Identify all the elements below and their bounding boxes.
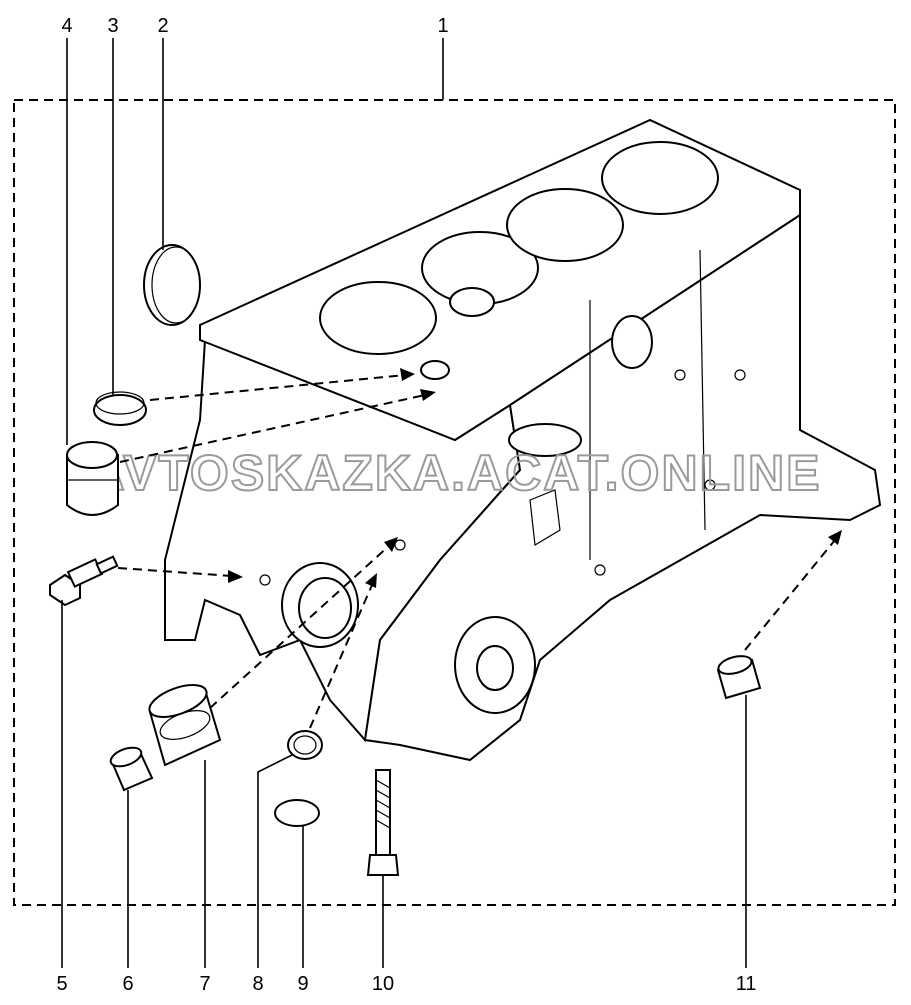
watermark: AVTOSKAZKA.ACAT.ONLINE [89,445,822,501]
callout-2: 2 [157,15,168,37]
part-7-seal-ring [148,684,222,767]
callout-1: 1 [437,15,448,37]
part-8-ring [287,730,323,760]
callout-3: 3 [107,15,118,37]
part-3-ring [93,391,147,426]
assembly-arrows [117,368,842,729]
assembly-boundary [13,99,896,906]
part-11-bushing [716,655,762,700]
callout-11: 11 [736,973,757,995]
part-9-disc [274,799,320,827]
cylinder-block [164,118,882,762]
callout-10: 10 [372,973,394,995]
part-5-sensor [49,555,119,607]
part-6-bushing [109,746,154,792]
part-4-plug [66,441,119,516]
callout-7: 7 [199,973,210,995]
callout-8: 8 [252,973,263,995]
part-2-plug-disc [143,244,201,326]
callout-4: 4 [61,15,72,37]
leader-lines [61,38,747,968]
callout-5: 5 [56,973,67,995]
part-10-bolt [366,769,400,876]
callout-6: 6 [122,973,133,995]
callout-9: 9 [297,973,308,995]
